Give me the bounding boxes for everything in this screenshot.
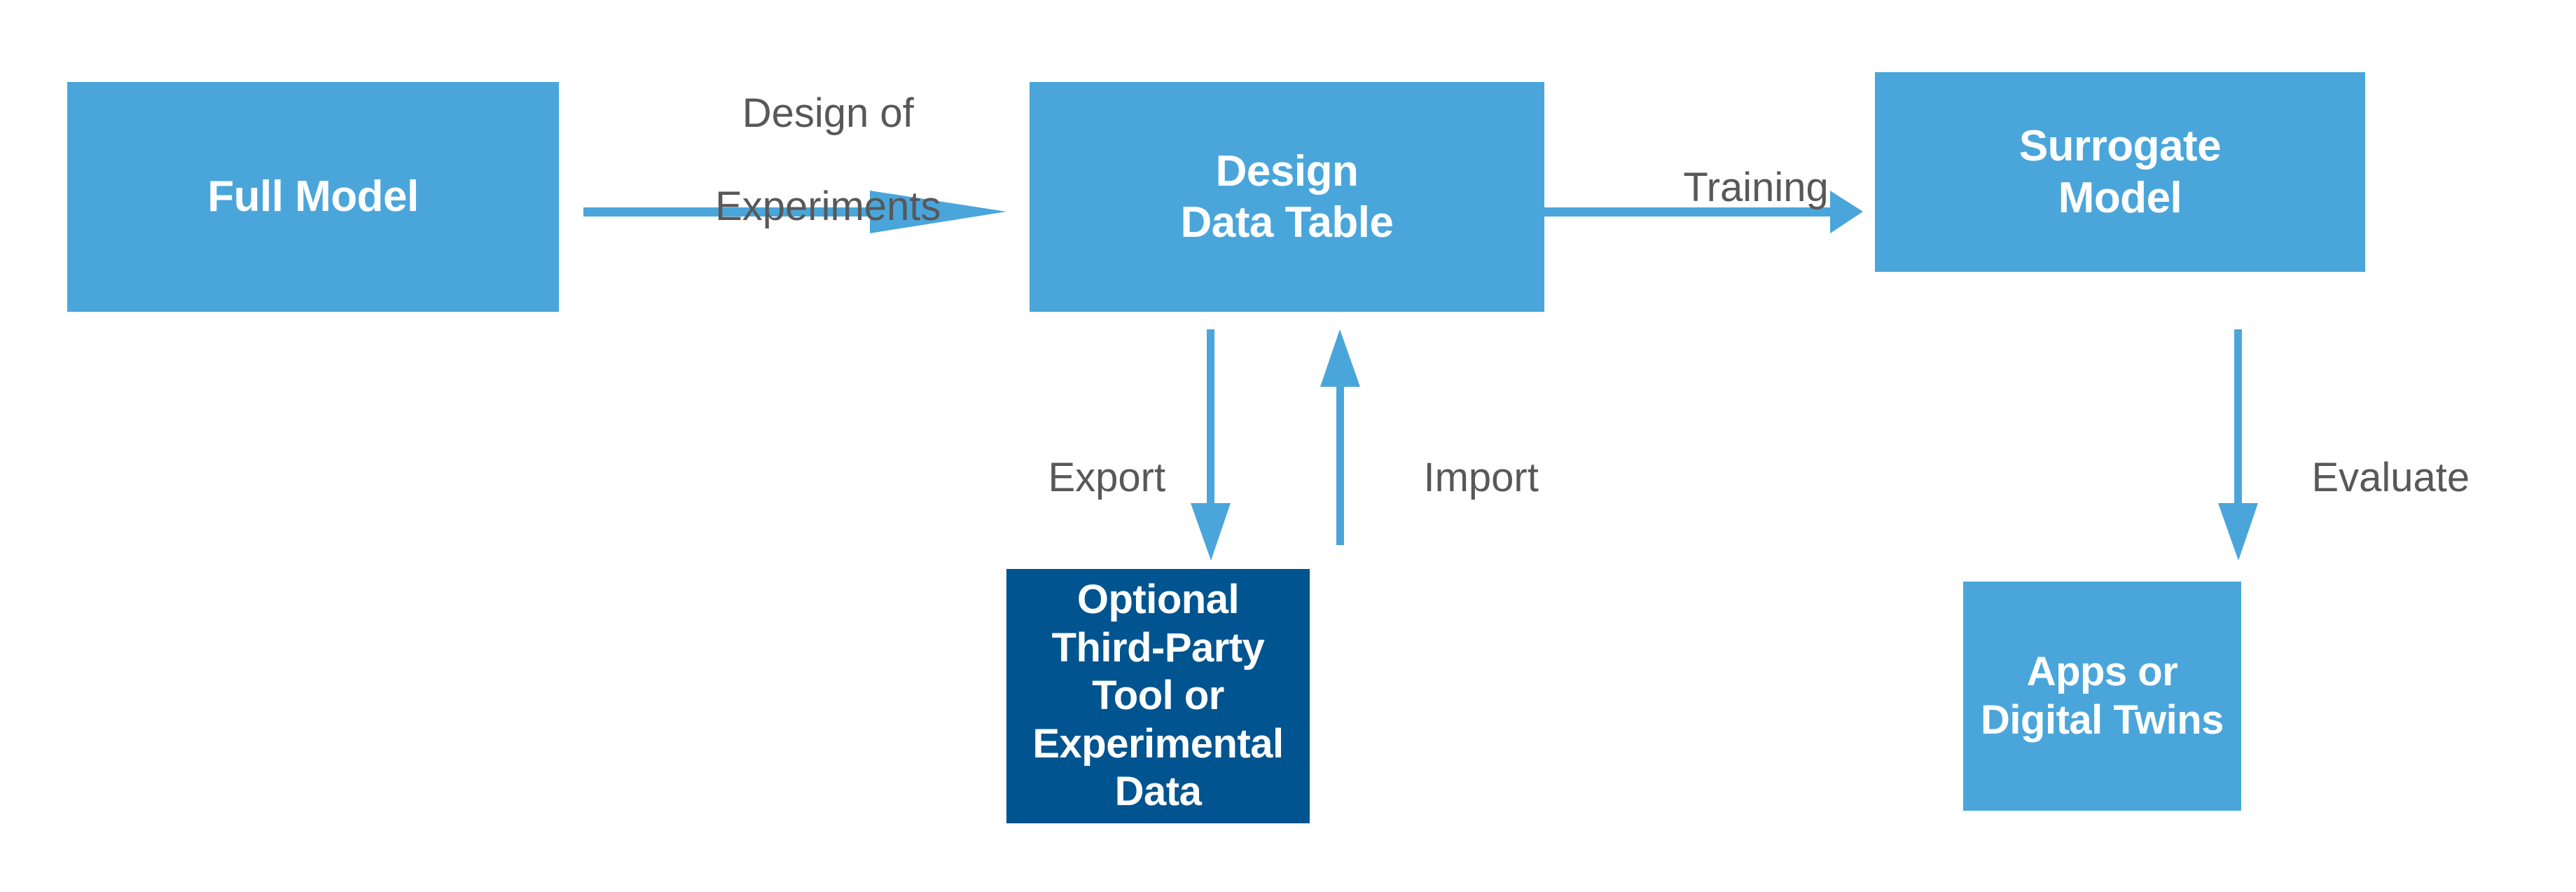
edge-label-design-of-experiments-line2: Experiments (715, 184, 941, 230)
arrow-import (1320, 329, 1360, 545)
node-optional-third-party-tool[interactable]: Optional Third-Party Tool or Experimenta… (1006, 569, 1310, 823)
arrow-export (1191, 329, 1231, 561)
edge-label-evaluate: Evaluate (2266, 408, 2498, 548)
arrow-evaluate (2218, 329, 2258, 561)
node-full-model-line1: Full Model (207, 172, 419, 221)
edge-label-import-text: Import (1423, 454, 1539, 500)
node-surrogate-model[interactable]: Surrogate Model (1875, 72, 2365, 272)
node-apps-or-digital-twins-line1: Apps or (2026, 649, 2178, 695)
edge-label-training: Training (1639, 118, 1863, 258)
node-full-model[interactable]: Full Model (67, 82, 559, 312)
node-apps-or-digital-twins-line2: Digital Twins (1981, 697, 2224, 743)
node-apps-or-digital-twins-lines: Apps or Digital Twins (1970, 648, 2234, 744)
node-optional-third-party-tool-line3: Experimental Data (1032, 720, 1284, 815)
node-design-data-table-lines: Design Data Table (1037, 146, 1537, 248)
node-design-data-table-line1: Design (1215, 146, 1359, 195)
edge-label-design-of-experiments-line1: Design of (742, 90, 914, 136)
node-design-data-table[interactable]: Design Data Table (1030, 82, 1544, 312)
node-optional-third-party-tool-line1: Optional (1076, 577, 1240, 623)
edge-label-export-text: Export (1048, 454, 1166, 500)
edge-label-evaluate-text: Evaluate (2311, 454, 2470, 500)
node-optional-third-party-tool-lines: Optional Third-Party Tool or Experimenta… (1013, 576, 1303, 816)
node-surrogate-model-lines: Surrogate Model (1882, 121, 2358, 223)
node-surrogate-model-line2: Model (2058, 173, 2182, 222)
edge-label-design-of-experiments: Design of Experiments (658, 43, 953, 277)
edge-label-training-text: Training (1683, 164, 1829, 210)
edge-label-import: Import (1378, 408, 1574, 548)
node-apps-or-digital-twins[interactable]: Apps or Digital Twins (1963, 582, 2241, 811)
node-optional-third-party-tool-line2: Third-Party Tool or (1051, 624, 1265, 719)
node-surrogate-model-line1: Surrogate (2018, 122, 2222, 171)
node-design-data-table-line2: Data Table (1180, 198, 1394, 247)
edge-label-export: Export (1003, 408, 1185, 548)
